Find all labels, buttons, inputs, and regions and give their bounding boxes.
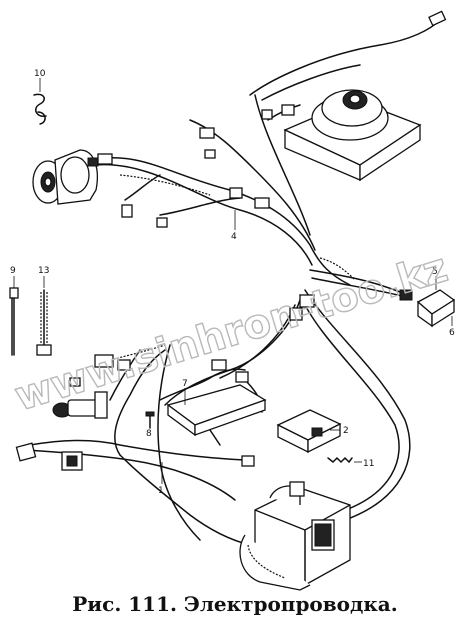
figure-caption: Рис. 111. Электропроводка. [72,592,398,616]
washer-reservoir [239,481,351,591]
callout-6: 6 [449,328,455,338]
callout-9: 9 [10,266,16,276]
spring-clip-part-11 [327,456,362,464]
blower-unit [261,89,422,182]
junction-connectors [289,294,315,321]
bolt-part-13 [36,276,52,356]
cable-tie-part-9 [9,276,19,356]
callout-5: 5 [432,267,438,277]
relay-box-part-2 [276,409,342,454]
callout-2: 2 [343,426,349,436]
wiring-harness [24,19,441,546]
lower-left-connectors [15,442,255,471]
callout-8: 8 [146,429,152,439]
relay-part-5-6 [399,276,456,328]
ignition-switch [52,354,131,419]
screw-part-8 [145,411,155,429]
callout-4: 4 [231,232,237,242]
callout-1: 1 [158,486,164,496]
callout-labels: 10 4 9 13 5 6 7 8 2 11 1 [10,69,455,496]
alternator [32,149,113,205]
callout-11: 11 [363,459,374,469]
control-module-part-7 [166,359,267,446]
callout-10: 10 [34,69,46,79]
upper-connectors [121,127,270,228]
callout-13: 13 [38,266,49,276]
clip-part-10 [33,78,47,125]
leader-lines [161,210,236,484]
callout-7: 7 [182,379,188,389]
top-end-connector [428,10,447,27]
